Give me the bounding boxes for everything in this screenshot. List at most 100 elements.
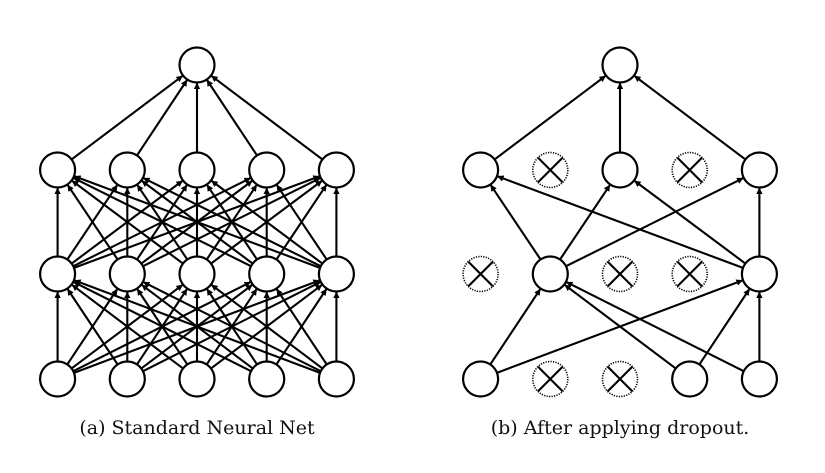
- hidden-1-dropped-unit: [671, 255, 709, 293]
- hidden-1-unit: [531, 255, 569, 293]
- output-unit: [178, 46, 216, 84]
- cross-icon: [467, 260, 494, 288]
- neuron-circle: [248, 151, 286, 189]
- input-unit: [38, 360, 77, 398]
- input-unit: [671, 360, 709, 398]
- hidden-2-unit: [317, 151, 355, 189]
- connection-arrow: [210, 74, 324, 161]
- input-unit: [462, 360, 500, 398]
- edges-group: [54, 74, 340, 374]
- cross-icon: [537, 365, 564, 393]
- connection-arrow: [74, 279, 321, 374]
- connection-arrow: [489, 288, 542, 366]
- neuron-circle: [248, 360, 286, 398]
- neuron-circle: [38, 255, 77, 293]
- neuron-circle: [178, 255, 216, 293]
- hidden-2-dropped-unit: [671, 151, 709, 189]
- hidden-2-dropped-unit: [531, 151, 569, 189]
- connection-arrow: [136, 79, 188, 157]
- neuron-circle: [317, 255, 355, 293]
- input-unit: [178, 360, 216, 398]
- connection-arrow: [633, 179, 746, 265]
- nodes-group: [462, 46, 779, 398]
- connection-arrow: [73, 281, 252, 373]
- neuron-circle: [601, 46, 639, 84]
- connection-arrow: [493, 74, 607, 161]
- neuron-circle: [317, 151, 355, 189]
- neuron-circle: [601, 151, 639, 189]
- input-dropped-unit: [601, 360, 639, 398]
- neuron-circle: [178, 360, 216, 398]
- neuron-circle: [740, 360, 779, 398]
- connection-arrow: [142, 177, 322, 268]
- cross-icon: [606, 365, 634, 393]
- hidden-1-unit: [317, 255, 355, 293]
- connection-arrow: [565, 177, 744, 268]
- neuron-circle: [671, 360, 709, 398]
- hidden-1-unit: [740, 255, 779, 293]
- connection-arrow: [71, 283, 184, 370]
- connection-arrow: [489, 184, 542, 261]
- hidden-2-unit: [248, 151, 286, 189]
- connection-arrow: [206, 79, 258, 157]
- cross-icon: [676, 260, 703, 288]
- neuron-circle: [317, 360, 355, 398]
- cross-icon: [676, 156, 703, 184]
- cross-icon: [537, 156, 564, 184]
- connection-arrow: [275, 288, 328, 366]
- hidden-1-unit: [38, 255, 77, 293]
- nodes-group: [38, 46, 355, 398]
- hidden-1-unit: [108, 255, 146, 293]
- connection-arrow: [698, 288, 751, 366]
- hidden-2-unit: [38, 151, 77, 189]
- input-unit: [740, 360, 779, 398]
- connection-arrow: [142, 281, 322, 373]
- connection-arrow: [564, 283, 677, 370]
- input-dropped-unit: [531, 360, 569, 398]
- edges-group: [489, 74, 763, 374]
- hidden-2-unit: [108, 151, 146, 189]
- panel-standard-net: (a) Standard Neural Net: [38, 46, 355, 439]
- neuron-circle: [108, 360, 146, 398]
- connection-arrow: [210, 179, 323, 265]
- hidden-1-unit: [248, 255, 286, 293]
- connection-arrow: [565, 281, 745, 373]
- input-unit: [108, 360, 146, 398]
- connection-arrow: [275, 184, 328, 261]
- hidden-2-unit: [601, 151, 639, 189]
- output-unit: [601, 46, 639, 84]
- hidden-1-unit: [178, 255, 216, 293]
- neuron-circle: [248, 255, 286, 293]
- hidden-2-unit: [462, 151, 500, 189]
- connection-arrow: [66, 288, 119, 366]
- caption-standard-net: (a) Standard Neural Net: [79, 417, 315, 439]
- panel-dropout-net: (b) After applying dropout.: [462, 46, 779, 439]
- connection-arrow: [74, 175, 321, 269]
- neuron-circle: [38, 151, 77, 189]
- neuron-circle: [108, 151, 146, 189]
- connection-arrow: [66, 184, 119, 261]
- hidden-2-unit: [740, 151, 779, 189]
- neuron-circle: [462, 360, 500, 398]
- hidden-2-unit: [178, 151, 216, 189]
- connection-arrow: [633, 74, 747, 161]
- connection-arrow: [70, 74, 184, 161]
- input-unit: [248, 360, 286, 398]
- connection-arrow: [73, 177, 252, 268]
- neuron-circle: [462, 151, 500, 189]
- caption-dropout-net: (b) After applying dropout.: [491, 417, 750, 439]
- neuron-circle: [178, 151, 216, 189]
- neuron-circle: [740, 151, 779, 189]
- connection-arrow: [559, 184, 611, 261]
- neuron-circle: [38, 360, 77, 398]
- cross-icon: [606, 260, 634, 288]
- hidden-1-dropped-unit: [462, 255, 499, 293]
- hidden-1-dropped-unit: [601, 255, 639, 293]
- input-unit: [317, 360, 355, 398]
- neuron-circle: [740, 255, 779, 293]
- neuron-circle: [178, 46, 216, 84]
- connection-arrow: [210, 283, 324, 370]
- neuron-circle: [108, 255, 146, 293]
- neuron-circle: [531, 255, 569, 293]
